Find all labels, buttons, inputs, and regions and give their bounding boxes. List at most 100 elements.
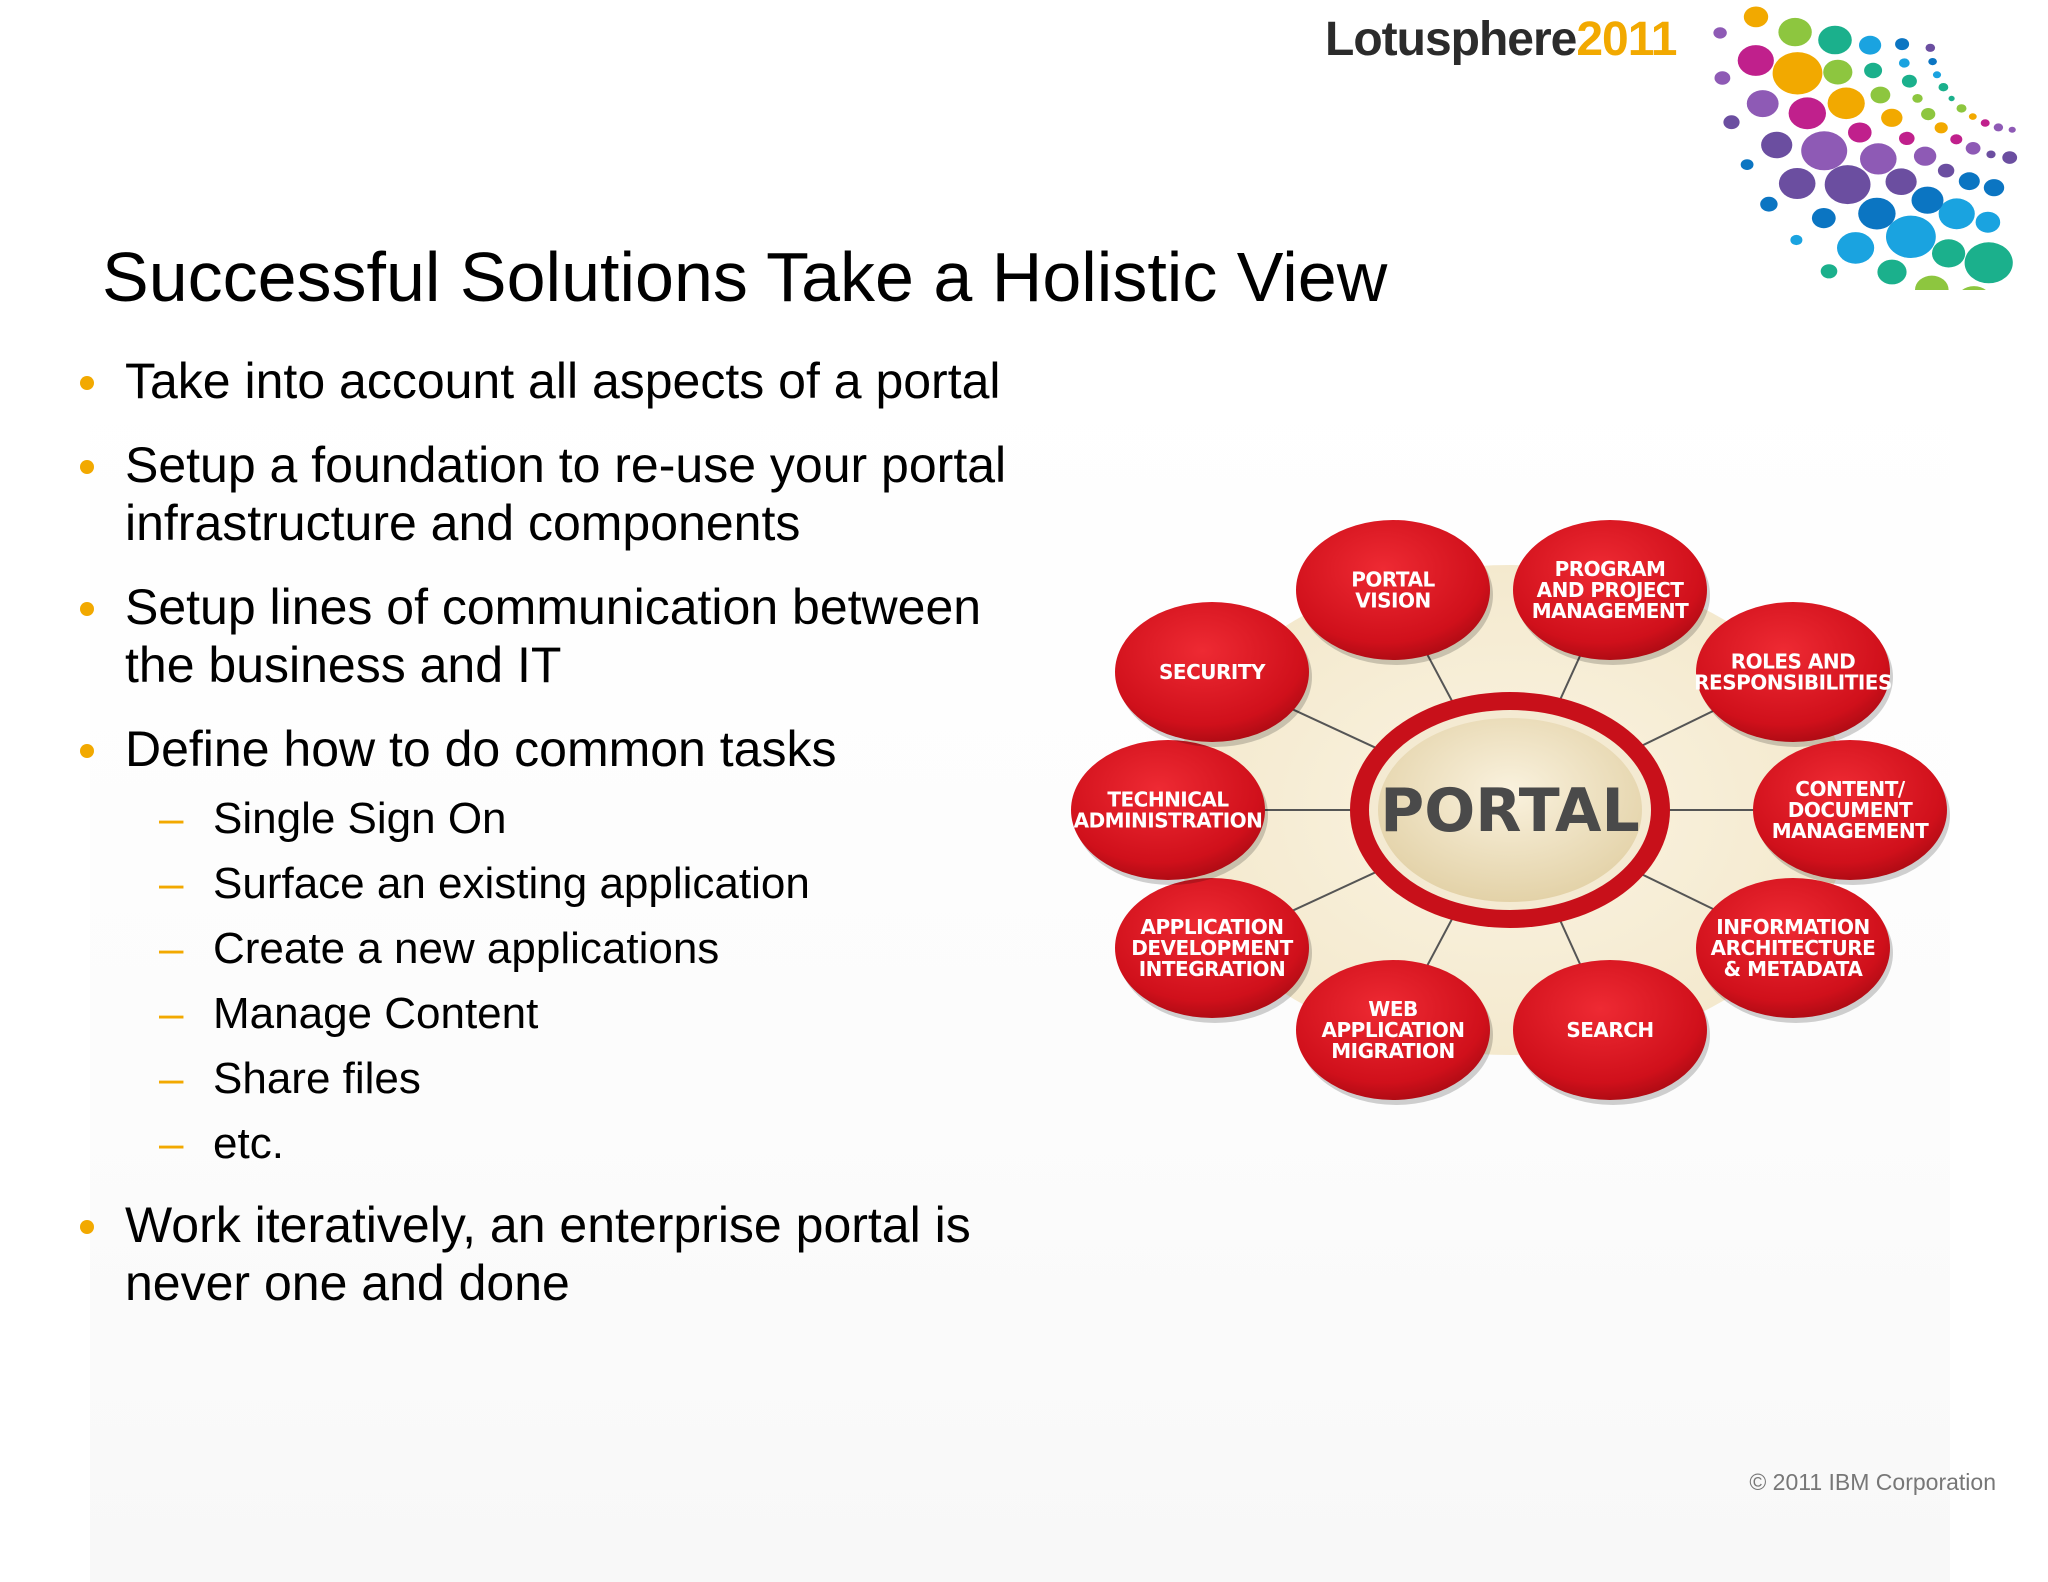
decorative-dot [1885, 168, 1917, 195]
decorative-dot [1827, 87, 1865, 120]
petal-label: MANAGEMENT [1772, 819, 1929, 843]
petal-label: ADMINISTRATION [1074, 809, 1263, 833]
decorative-dot [1858, 197, 1896, 230]
center-core [1378, 718, 1642, 902]
bullet-text: Setup a foundation to re-use your portal… [125, 437, 1007, 551]
decorative-dot [1899, 131, 1915, 145]
petal-label: & METADATA [1724, 957, 1864, 981]
decorative-dot [1980, 119, 1990, 127]
decorative-dot [1932, 239, 1966, 268]
decorative-dot [1983, 179, 2005, 197]
decorative-dot [1925, 43, 1936, 52]
petal-shape [1296, 960, 1490, 1100]
petal-label: CONTENT/ [1795, 777, 1906, 801]
decorative-dot [1824, 165, 1871, 205]
decorative-dot [1921, 108, 1936, 121]
decorative-dot [1975, 211, 2001, 233]
sub-bullet-item: Create a new applications [125, 916, 1030, 981]
decorative-dot [1778, 168, 1816, 199]
lotusphere-logo: Lotusphere2011 [1325, 12, 1678, 72]
sub-bullet-item: Surface an existing application [125, 851, 1030, 916]
petal-shape [1296, 520, 1490, 660]
decorative-dot [1986, 150, 1996, 159]
decorative-dot [1778, 17, 1812, 47]
decorative-dot [1811, 208, 1836, 229]
decorative-dot [1740, 159, 1754, 171]
petal-shape [1513, 520, 1707, 660]
bullet-text: Work iteratively, an enterprise portal i… [125, 1197, 971, 1311]
petal-label: INFORMATION [1716, 915, 1869, 939]
logo-name: Lotusphere [1325, 13, 1577, 66]
decorative-dot [1895, 38, 1910, 51]
bullet-text: Define how to do common tasks [125, 721, 837, 777]
decorative-dot [1864, 62, 1883, 79]
decorative-dot [1761, 131, 1793, 159]
decorative-dot [2002, 151, 2018, 164]
diagram-petal: SEARCH [1513, 960, 1710, 1105]
petal-label: RESPONSIBILITIES [1694, 671, 1892, 695]
decorative-dot [1898, 58, 1910, 68]
bullet-text: Take into account all aspects of a porta… [125, 353, 1001, 409]
slide-title: Successful Solutions Take a Holistic Vie… [102, 237, 1388, 316]
decorative-dot [1901, 74, 1917, 88]
sub-bullet-item: Single Sign On [125, 786, 1030, 851]
decorative-dot [1948, 95, 1955, 102]
decorative-dot [1993, 123, 2004, 132]
decorative-dot [1937, 163, 1955, 178]
decorative-dot [1938, 83, 1949, 92]
decorative-dot [1860, 143, 1897, 175]
bullet-item: Setup a foundation to re-use your portal… [70, 436, 1030, 552]
decorative-dot [1928, 58, 1937, 66]
petal-shape [1696, 602, 1890, 742]
bullet-item: Define how to do common tasks Single Sig… [70, 720, 1030, 1176]
logo-year: 2011 [1576, 13, 1677, 66]
decorative-dot [1962, 286, 1986, 290]
decorative-dot [1820, 264, 1838, 279]
decorative-dot [1965, 142, 1981, 155]
sub-bullet-item: Share files [125, 1046, 1030, 1111]
petal-shape [1753, 740, 1947, 880]
petal-label: SECURITY [1159, 660, 1266, 684]
decorative-dot [1881, 108, 1903, 127]
petal-label: VISION [1355, 589, 1431, 613]
decorative-dot [1713, 27, 1727, 39]
petal-label: MIGRATION [1331, 1039, 1454, 1063]
petal-label: DOCUMENT [1788, 798, 1913, 822]
petal-label: PORTAL [1351, 568, 1435, 592]
decorative-dot [1915, 275, 1949, 290]
decorative-dot [1760, 196, 1778, 212]
decorative-dot [1746, 90, 1779, 118]
diagram-petal: SECURITY [1115, 602, 1312, 747]
petal-shape [1513, 960, 1707, 1100]
decorative-dot [1968, 113, 1977, 120]
petal-label: PROGRAM [1555, 557, 1666, 581]
bullet-item: Take into account all aspects of a porta… [70, 352, 1030, 410]
sub-bullet-item: etc. [125, 1111, 1030, 1176]
petal-label: SEARCH [1566, 1018, 1653, 1042]
decorative-dot [1913, 146, 1937, 166]
decorative-dot [1932, 71, 1942, 79]
petal-label: WEB [1368, 997, 1417, 1021]
decorative-dot [1877, 259, 1907, 285]
decorative-dot [1886, 215, 1936, 258]
petal-label: APPLICATION [1141, 915, 1284, 939]
center-label: PORTAL [1380, 776, 1639, 846]
petal-label: ROLES AND [1731, 650, 1856, 674]
decorative-dot [1859, 35, 1882, 55]
decorative-dot [1958, 172, 1980, 191]
bullet-item: Work iteratively, an enterprise portal i… [70, 1196, 1030, 1312]
decorative-dot [1964, 242, 2013, 284]
petal-label: INTEGRATION [1139, 957, 1286, 981]
petal-label: AND PROJECT [1537, 578, 1685, 602]
decorative-dot [1837, 232, 1875, 264]
decorative-dot [1956, 104, 1967, 113]
sub-bullet-list: Single Sign On Surface an existing appli… [125, 786, 1030, 1176]
petal-shape [1071, 740, 1265, 880]
